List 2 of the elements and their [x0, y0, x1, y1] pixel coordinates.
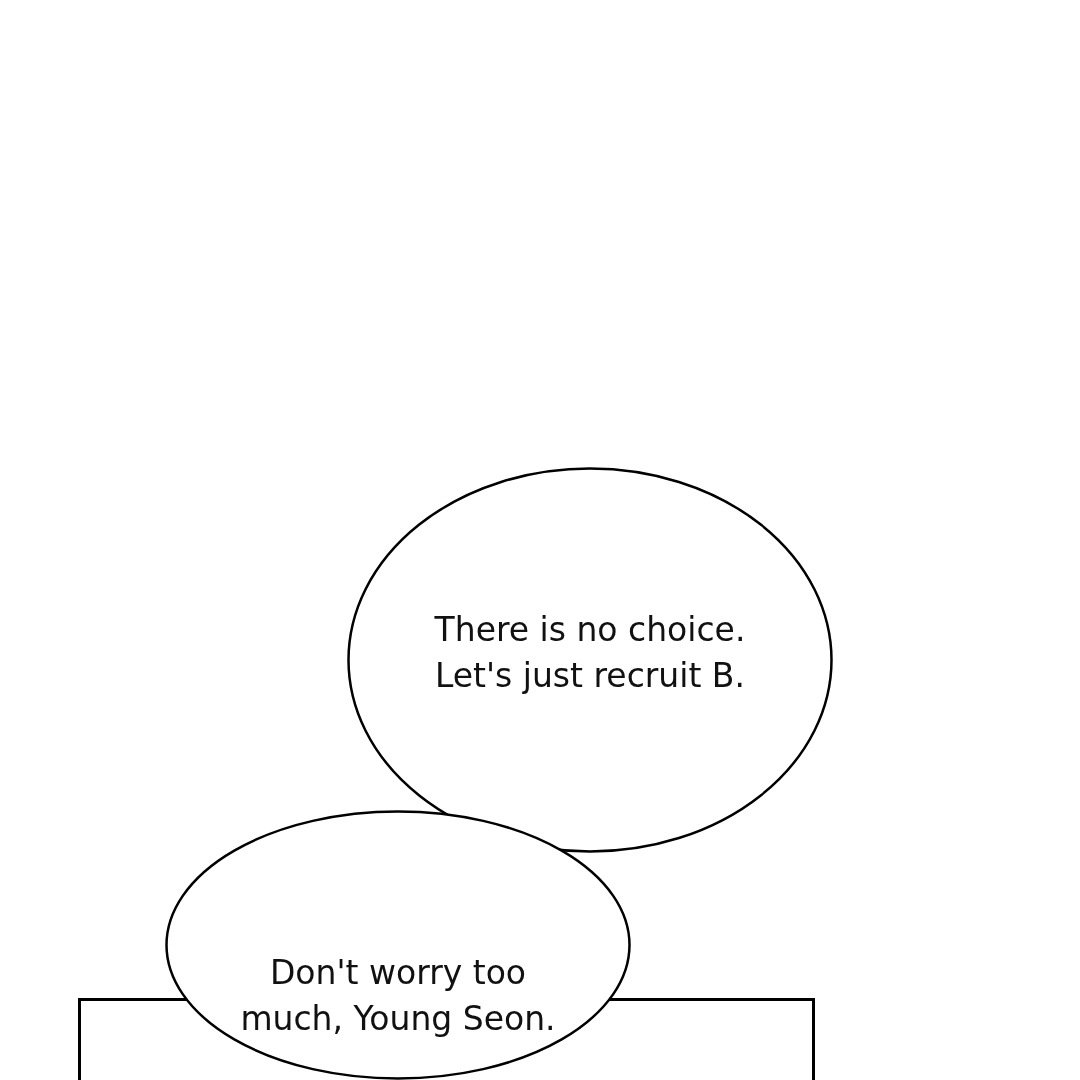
speech-text: Don't worry too much, Young Seon.	[239, 952, 557, 1040]
speech-text: There is no choice. Let's just recruit B.	[433, 609, 747, 697]
